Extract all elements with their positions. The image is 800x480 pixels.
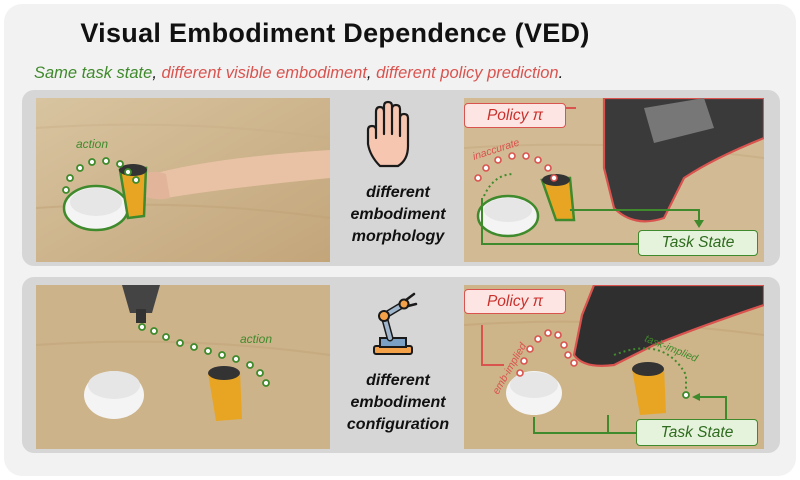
action-trajectory-dots [62,157,140,194]
robot-arm-icon [364,288,424,363]
subtitle-end: . [558,64,564,82]
hand-icon [362,100,422,175]
policy-label-bottom: Policy π [464,289,566,314]
morphology-line1: different [366,184,430,201]
subtitle-diff-embodiment: different visible embodiment [161,64,367,82]
action-trajectory-dots [138,323,270,387]
figure-subtitle: Same task state, different visible embod… [34,64,563,83]
task-state-label-bottom: Task State [636,419,758,446]
policy-trajectory-dots [474,152,558,182]
subtitle-diff-policy: different policy prediction [376,64,559,82]
row-configuration-label: different embodiment configuration [333,370,463,436]
figure-title: Visual Embodiment Dependence (VED) [80,18,590,48]
action-label-bottom: action [240,332,272,346]
human-hand-photo: action [36,98,330,262]
morphology-line3: morphology [351,228,445,245]
subtitle-same-task: Same task state [34,64,153,82]
subtitle-sep2: , [366,64,377,82]
action-label-top: action [76,137,108,151]
morphology-line2: embodiment [350,206,446,223]
subtitle-sep1: , [152,64,162,82]
policy-label-top: Policy π [464,103,566,128]
configuration-line2: embodiment [350,394,446,411]
task-state-label-top: Task State [638,230,758,256]
configuration-line1: different [366,372,430,389]
row-morphology-label: different embodiment morphology [333,182,463,248]
configuration-line3: configuration [346,416,450,433]
robot-topdown-photo: action [36,285,330,449]
policy-trajectory-dots [516,329,578,377]
